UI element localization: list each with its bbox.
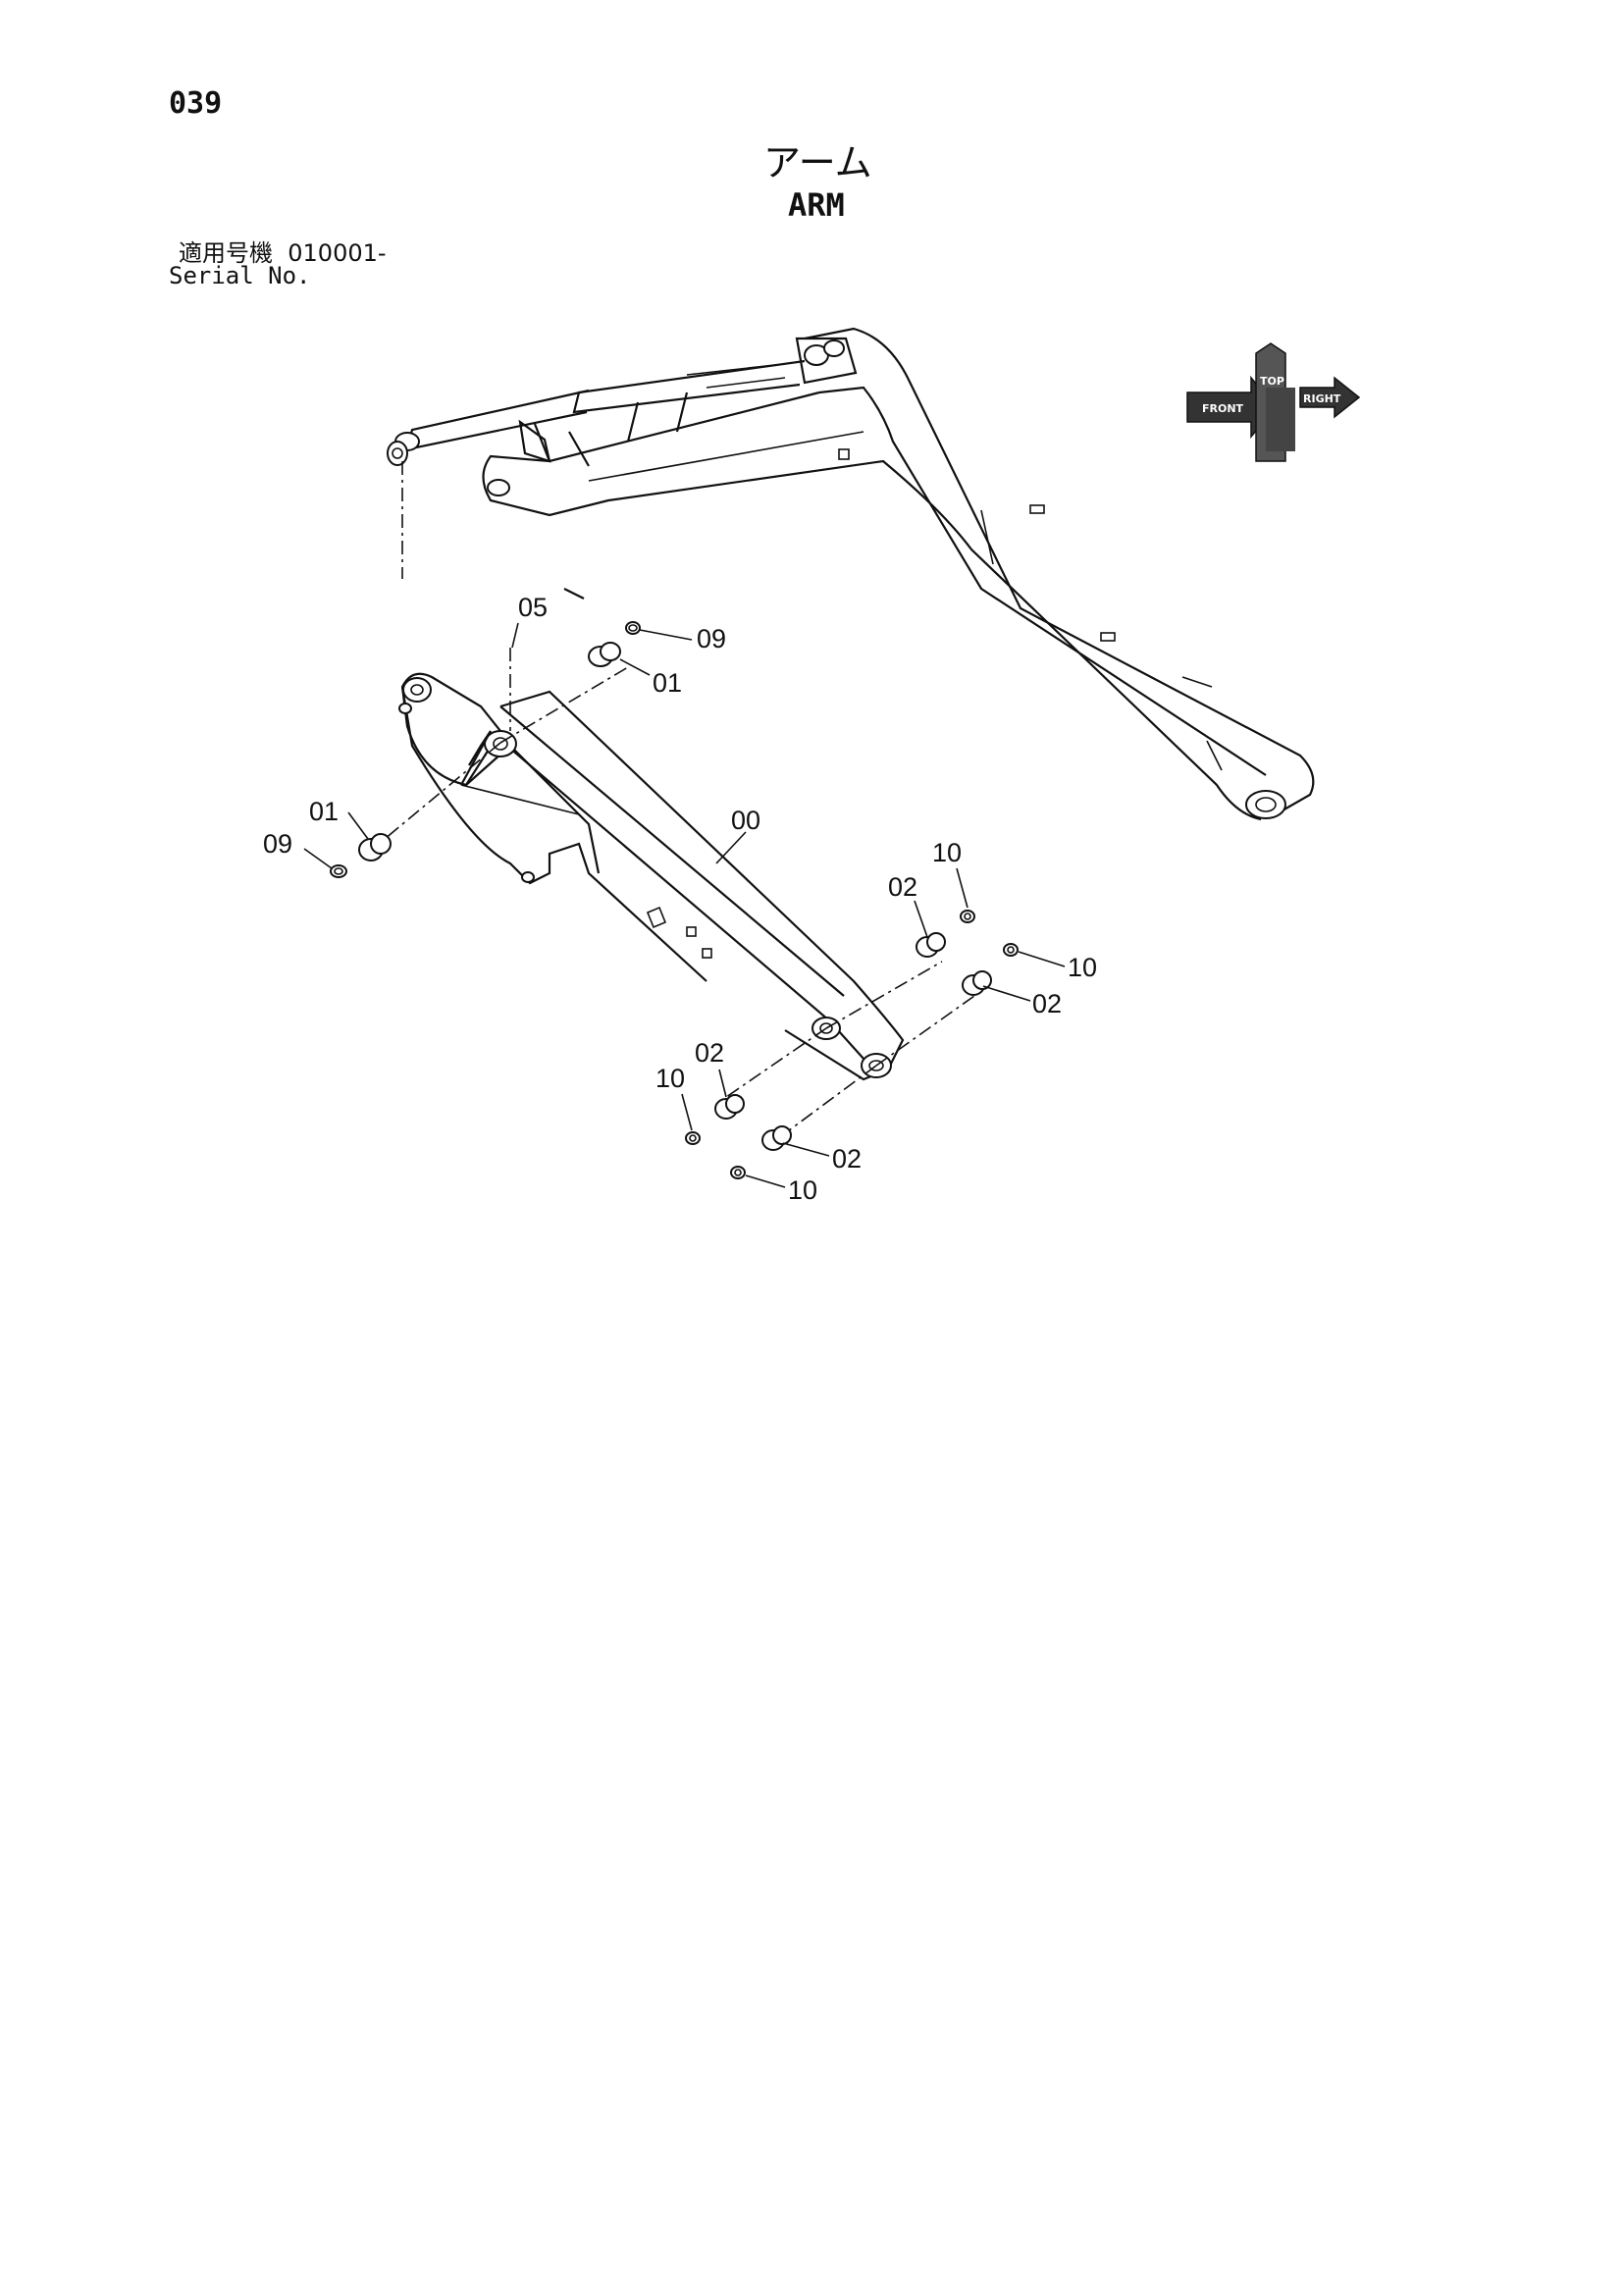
serial-label-jp: 適用号機	[179, 239, 273, 267]
title-japanese: アーム	[763, 141, 872, 184]
orientation-label-top: TOP	[1260, 375, 1284, 388]
serial-label-english: Serial No.	[169, 262, 311, 289]
ring-10-b	[1003, 943, 1019, 957]
callout-09-lower: 09	[263, 829, 292, 859]
ring-10-d	[730, 1166, 746, 1179]
bushing-02-b	[962, 970, 992, 996]
serial-value: 010001-	[288, 239, 387, 267]
bushing-01-upper	[588, 642, 621, 667]
bushing-01-lower	[358, 833, 392, 861]
callout-02-c: 02	[695, 1038, 724, 1068]
bushings-and-rings	[330, 621, 1019, 1179]
callout-02-b: 02	[1032, 989, 1062, 1018]
callout-01-lower: 01	[309, 797, 339, 826]
bushing-02-d	[761, 1125, 792, 1151]
exploded-arm	[398, 588, 905, 1081]
serial-line-japanese: 適用号機 010001-	[179, 234, 387, 268]
ring-09-upper	[625, 621, 641, 635]
callout-10-a: 10	[932, 838, 962, 867]
ring-10-c	[685, 1131, 701, 1145]
callout-09-upper: 09	[697, 624, 726, 653]
callout-10-c: 10	[655, 1064, 685, 1093]
page-number: 039	[169, 86, 223, 121]
callout-05: 05	[518, 593, 548, 622]
bushing-02-c	[714, 1094, 745, 1120]
leader-lines	[303, 622, 1066, 1188]
bushing-02-a	[916, 932, 946, 958]
callout-01-upper: 01	[653, 668, 682, 698]
context-boom-assembly	[387, 327, 1315, 821]
orientation-arrows-icon: FRONT RIGHT TOP	[1186, 342, 1361, 462]
callout-02-d: 02	[832, 1144, 862, 1174]
callout-02-a: 02	[888, 872, 917, 902]
title-english: ARM	[788, 186, 845, 224]
callout-labels: 05 09 01 01 09 00 10 02 10 02 02 10 02 1…	[263, 593, 1097, 1205]
orientation-label-right: RIGHT	[1303, 392, 1341, 405]
callout-10-d: 10	[788, 1175, 817, 1205]
orientation-label-front: FRONT	[1202, 402, 1244, 415]
ring-10-a	[960, 910, 975, 923]
callout-00: 00	[731, 806, 760, 835]
ring-09-lower	[330, 864, 347, 878]
callout-10-b: 10	[1068, 953, 1097, 982]
